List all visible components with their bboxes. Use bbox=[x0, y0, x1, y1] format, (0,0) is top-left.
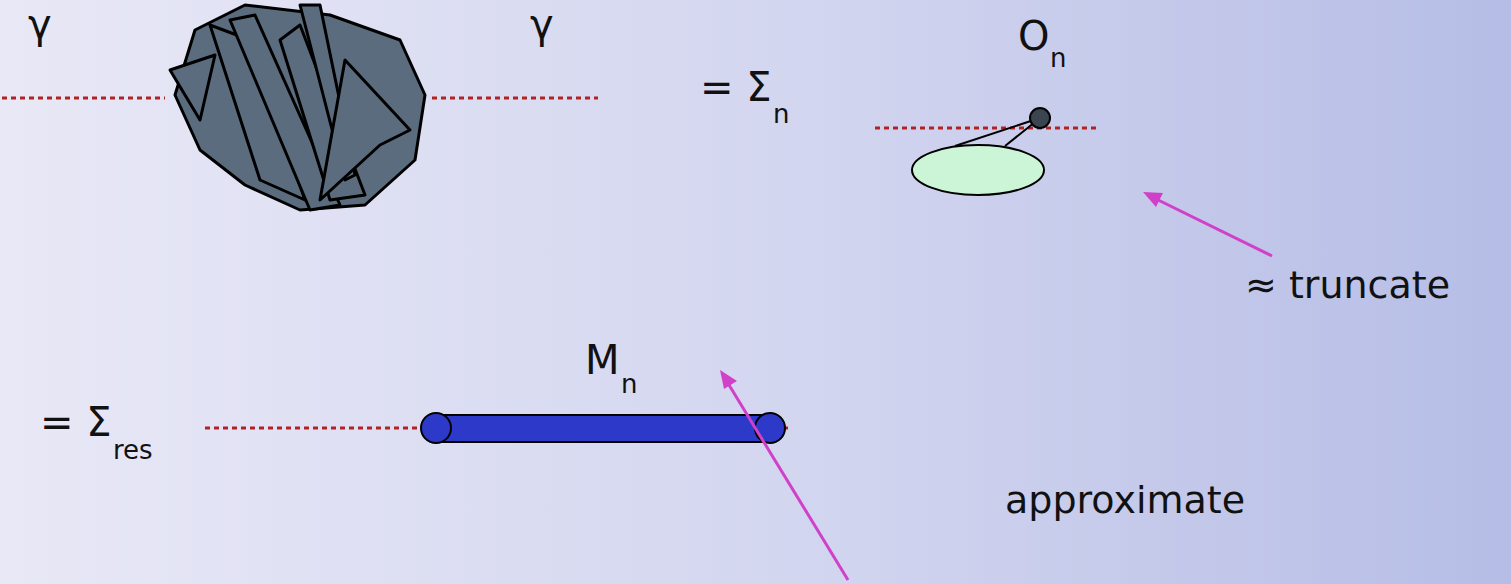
vertex-leg bbox=[955, 118, 1040, 146]
resonance-vertex bbox=[421, 413, 451, 443]
resonance-bar bbox=[436, 415, 770, 442]
leader-arrow bbox=[1150, 196, 1272, 256]
photon-line bbox=[205, 427, 420, 430]
subscript: res bbox=[113, 436, 153, 465]
operator-name: O bbox=[1018, 14, 1049, 58]
blob-shards bbox=[170, 5, 425, 210]
annotation: ≈ truncate bbox=[1245, 265, 1450, 307]
arrow-head bbox=[720, 370, 737, 389]
sum-symbol: = Σ bbox=[700, 65, 772, 109]
sum-symbol: = Σ bbox=[40, 400, 112, 444]
leader-arrow bbox=[726, 380, 848, 580]
matrix-element-blob bbox=[912, 145, 1044, 195]
photon-line bbox=[432, 97, 598, 100]
photon-symbol: γ bbox=[28, 2, 52, 46]
subscript: n bbox=[1050, 44, 1066, 73]
subscript: n bbox=[773, 100, 789, 129]
photon-line bbox=[875, 127, 1100, 130]
arrow-head bbox=[1143, 192, 1163, 207]
resonance-vertex bbox=[755, 413, 785, 443]
resonance-mass: M bbox=[585, 338, 620, 382]
annotation: approximate bbox=[1005, 480, 1245, 522]
photon-symbol: γ bbox=[530, 2, 554, 46]
operator-vertex bbox=[1030, 108, 1050, 128]
subscript: n bbox=[621, 370, 637, 399]
photon-line bbox=[2, 97, 165, 100]
